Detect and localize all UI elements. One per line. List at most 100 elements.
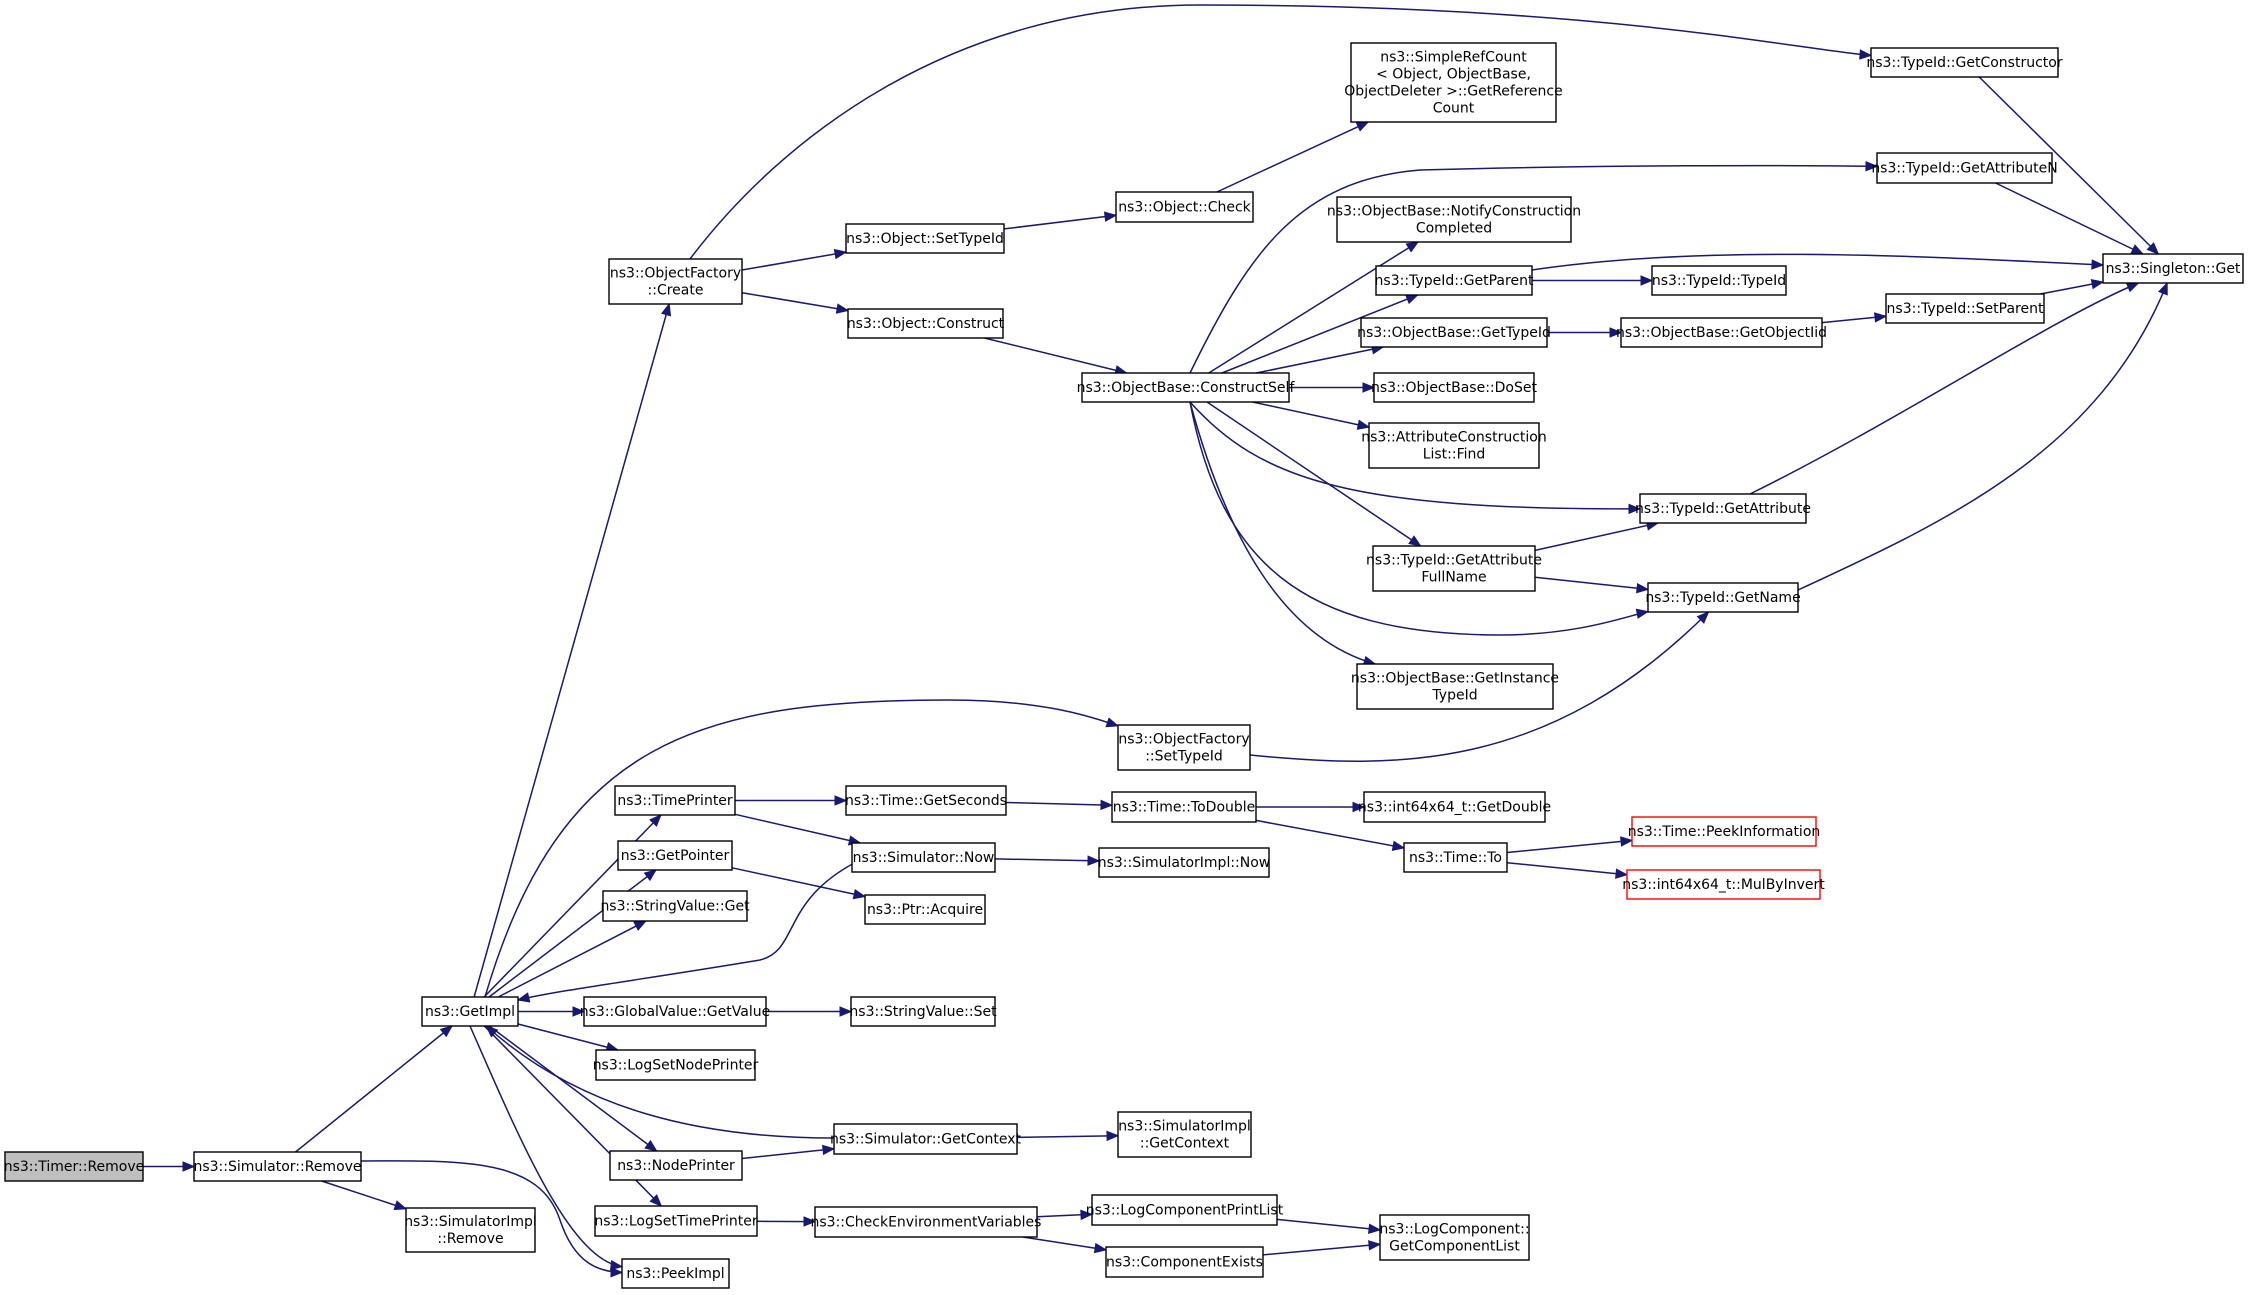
node-time_todouble[interactable]: ns3::Time::ToDouble: [1111, 791, 1257, 823]
node-objfactory_settypeid[interactable]: ns3::ObjectFactory::SetTypeId: [1117, 724, 1251, 771]
arrowhead: [1408, 535, 1422, 547]
arrowhead: [393, 1200, 408, 1211]
node-objbase_constructself[interactable]: ns3::ObjectBase::ConstructSelf: [1077, 372, 1296, 403]
node-typeid_getname[interactable]: ns3::TypeId::GetName: [1645, 582, 1801, 613]
edge-line: [1206, 401, 1422, 547]
edge-time_to-to-time_peekinformation: [1506, 836, 1634, 854]
edge-object_construct-to-objbase_constructself: [984, 337, 1128, 376]
node-object_settypeid[interactable]: ns3::Object::SetTypeId: [845, 223, 1005, 254]
node-label: ns3::int64x64_t::GetDouble: [1358, 800, 1551, 816]
edge-line: [1252, 401, 1370, 428]
edge-simulator_getcontext-to-getimpl: [485, 1025, 835, 1139]
node-typeid_getconstructor[interactable]: ns3::TypeId::GetConstructor: [1866, 47, 2063, 78]
node-nodeprinter[interactable]: ns3::NodePrinter: [609, 1150, 743, 1181]
node-getimpl[interactable]: ns3::GetImpl: [421, 996, 519, 1027]
edge-typeid_getname-to-singleton_get: [1797, 281, 2168, 591]
edge-time_todouble-to-int64_getdouble: [1256, 801, 1366, 813]
node-time_getseconds[interactable]: ns3::Time::GetSeconds: [845, 785, 1007, 816]
node-objbase_doset[interactable]: ns3::ObjectBase::DoSet: [1371, 372, 1537, 403]
node-int64_mulbyinvert[interactable]: ns3::int64x64_t::MulByInvert: [1622, 869, 1825, 900]
edge-line: [984, 337, 1127, 374]
node-simulator_now[interactable]: ns3::Simulator::Now: [851, 842, 996, 873]
edges-layer: [143, 4, 2168, 1278]
node-peekimpl[interactable]: ns3::PeekImpl: [621, 1258, 730, 1289]
edge-line: [360, 1160, 623, 1274]
node-time_peekinformation[interactable]: ns3::Time::PeekInformation: [1628, 816, 1821, 847]
node-box: [1111, 791, 1257, 823]
edge-typeid_getattributefullname-to-typeid_getname: [1534, 576, 1650, 594]
edge-getimpl-to-logsetnodeprinter: [517, 1023, 620, 1053]
node-typeid_getparent[interactable]: ns3::TypeId::GetParent: [1375, 265, 1534, 296]
node-checkenv[interactable]: ns3::CheckEnvironmentVariables: [811, 1206, 1042, 1238]
edge-checkenv-to-logcomponentprintlist: [1036, 1209, 1094, 1221]
node-label: TypeId: [1431, 688, 1477, 704]
edge-objbase_constructself-to-objbase_getinstancetypeid: [1189, 401, 1377, 666]
edge-line: [1978, 76, 2159, 255]
node-logsettimeprinter[interactable]: ns3::LogSetTimePrinter: [594, 1205, 758, 1237]
edge-sim_remove-to-simimpl_remove: [321, 1180, 408, 1211]
edge-line: [473, 303, 670, 998]
node-int64_getdouble[interactable]: ns3::int64x64_t::GetDouble: [1358, 791, 1551, 823]
node-objbase_notify[interactable]: ns3::ObjectBase::NotifyConstructionCompl…: [1327, 196, 1581, 243]
node-ptr_acquire[interactable]: ns3::Ptr::Acquire: [864, 894, 986, 925]
arrowhead: [1106, 1130, 1120, 1142]
arrowhead: [2090, 278, 2105, 290]
node-label: ns3::Object::SetTypeId: [846, 231, 1004, 247]
node-typeid_typeid[interactable]: ns3::TypeId::TypeId: [1651, 265, 1787, 296]
edge-simulator_now-to-simimpl_now: [994, 855, 1101, 866]
node-box: [405, 1207, 536, 1253]
edge-componentexists-to-logcomponent_getcomponentlist: [1262, 1240, 1382, 1256]
node-simplerefcount[interactable]: ns3::SimpleRefCount< Object, ObjectBase,…: [1344, 42, 1563, 123]
node-simimpl_getcontext[interactable]: ns3::SimulatorImpl::GetContext: [1117, 1111, 1252, 1158]
node-logcomponentprintlist[interactable]: ns3::LogComponentPrintList: [1086, 1194, 1284, 1226]
node-objfactory_create[interactable]: ns3::ObjectFactory::Create: [608, 258, 743, 305]
node-objbase_getobjectiid[interactable]: ns3::ObjectBase::GetObjectIid: [1616, 317, 1827, 348]
node-label: ns3::StringValue::Set: [849, 1004, 997, 1020]
node-timeprinter[interactable]: ns3::TimePrinter: [614, 785, 736, 816]
node-logcomponent_getcomponentlist[interactable]: ns3::LogComponent::GetComponentList: [1379, 1214, 1530, 1261]
edge-getimpl-to-peekimpl: [469, 1025, 624, 1271]
edge-sim_remove-to-getimpl: [295, 1025, 454, 1153]
node-typeid_setparent[interactable]: ns3::TypeId::SetParent: [1885, 293, 2045, 324]
edge-line: [1534, 576, 1649, 591]
edge-sim_remove-to-peekimpl: [360, 1160, 624, 1278]
node-simulator_getcontext[interactable]: ns3::Simulator::GetContext: [830, 1123, 1022, 1155]
node-globalvalue_getvalue[interactable]: ns3::GlobalValue::GetValue: [580, 996, 770, 1027]
edge-getimpl-to-getpointer: [488, 869, 657, 998]
node-object_construct[interactable]: ns3::Object::Construct: [847, 308, 1005, 339]
edge-getpointer-to-ptr_acquire: [731, 867, 867, 900]
node-stringvalue_set[interactable]: ns3::StringValue::Set: [849, 996, 997, 1027]
node-componentexists[interactable]: ns3::ComponentExists: [1105, 1246, 1264, 1278]
edge-objbase_getobjectiid-to-typeid_setparent: [1821, 312, 1888, 324]
arrowhead: [610, 1266, 624, 1278]
node-typeid_getattribute[interactable]: ns3::TypeId::GetAttribute: [1635, 493, 1811, 524]
edge-line: [1189, 401, 1649, 636]
arrowhead: [1362, 382, 1376, 393]
node-getpointer[interactable]: ns3::GetPointer: [617, 840, 733, 871]
node-logsetnodeprinter[interactable]: ns3::LogSetNodePrinter: [593, 1049, 759, 1081]
edge-line: [1534, 522, 1659, 552]
edge-time_getseconds-to-time_todouble: [1005, 799, 1114, 811]
node-box: [1336, 196, 1572, 243]
node-singleton_get[interactable]: ns3::Singleton::Get: [2102, 253, 2244, 284]
node-object_check[interactable]: ns3::Object::Check: [1115, 191, 1254, 223]
edge-line: [689, 4, 1872, 260]
edge-getimpl-to-nodeprinter: [488, 1025, 658, 1152]
node-time_to[interactable]: ns3::Time::To: [1403, 842, 1508, 873]
arrowhead: [852, 888, 867, 900]
node-typeid_getattributen[interactable]: ns3::TypeId::GetAttributeN: [1871, 152, 2058, 184]
node-simimpl_remove[interactable]: ns3::SimulatorImpl::Remove: [404, 1207, 537, 1253]
node-box: [614, 785, 736, 816]
node-sim_remove[interactable]: ns3::Simulator::Remove: [193, 1151, 362, 1182]
node-simimpl_now[interactable]: ns3::SimulatorImpl::Now: [1098, 847, 1271, 878]
node-stringvalue_get[interactable]: ns3::StringValue::Get: [600, 890, 750, 922]
node-objbase_gettypeid[interactable]: ns3::ObjectBase::GetTypeId: [1357, 317, 1551, 348]
node-timer_remove[interactable]: ns3::Timer::Remove: [4, 1151, 145, 1182]
edge-typeid_getattributen-to-singleton_get: [1995, 182, 2145, 255]
arrowhead: [2158, 281, 2168, 296]
edge-line: [1016, 1134, 1119, 1139]
edge-line: [485, 1025, 835, 1139]
